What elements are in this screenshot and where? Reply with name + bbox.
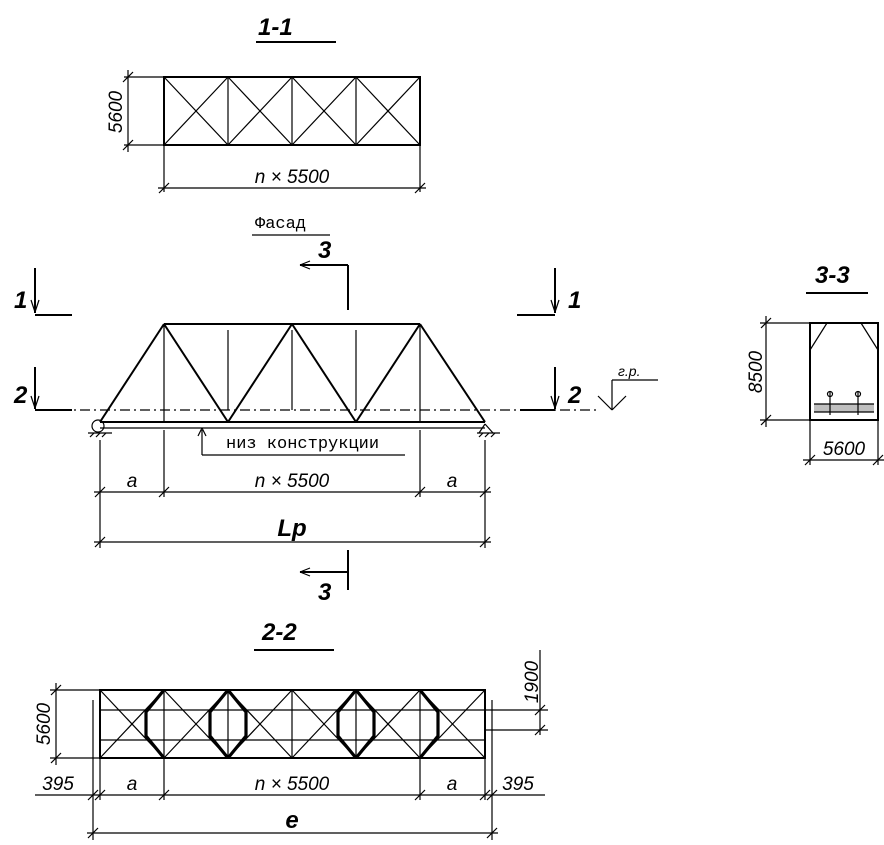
cut-3-top: 3 (318, 237, 332, 264)
section-2-2-title: 2-2 (261, 619, 297, 646)
ground-level-label: г.р. (618, 363, 640, 379)
section-2-2-dim-a-right: a (447, 774, 458, 795)
bottom-of-structure-label: низ конструкции (226, 435, 379, 454)
section-3-3-title: 3-3 (815, 262, 850, 289)
section-2-2-dim-a-left: a (127, 774, 138, 795)
section-2-2-height-dim: 5600 (34, 702, 55, 745)
section-1-1-height-dim: 5600 (106, 90, 127, 133)
section-2-2-dim-right-offset: 395 (502, 774, 534, 795)
facade-dim-a-right: a (447, 471, 458, 492)
section-2-2-dim-left-offset: 395 (42, 774, 74, 795)
truss-supports (88, 419, 500, 438)
facade: Фасад (13, 215, 658, 606)
section-3-3: 3-3 8500 5600 (746, 262, 884, 466)
section-3-3-frame (809, 322, 879, 421)
cut-2-left: 2 (13, 382, 28, 409)
section-1-1: 1-1 5600 n × 5500 (106, 14, 426, 194)
facade-dim-a-left: a (127, 471, 138, 492)
cut-2-right: 2 (567, 382, 582, 409)
facade-dimensions (94, 430, 491, 548)
section-3-3-height-dim: 8500 (746, 350, 767, 393)
section-1-1-title: 1-1 (258, 14, 293, 41)
facade-dim-total: Lp (277, 515, 306, 542)
section-1-1-width-dim: n × 5500 (255, 167, 330, 188)
section-2-2: 2-2 (34, 619, 548, 840)
section-2-2-dim-total: e (285, 807, 298, 834)
section-3-3-width-dim: 5600 (823, 439, 866, 460)
facade-dim-span: n × 5500 (255, 471, 330, 492)
section-2-2-beams (144, 688, 440, 760)
cut-1-right: 1 (568, 287, 581, 314)
cut-1-left: 1 (14, 287, 27, 314)
section-2-2-right-dim: 1900 (522, 660, 543, 703)
cut-3-bottom: 3 (318, 579, 332, 606)
facade-title: Фасад (255, 215, 306, 234)
section-2-2-dim-span: n × 5500 (255, 774, 330, 795)
